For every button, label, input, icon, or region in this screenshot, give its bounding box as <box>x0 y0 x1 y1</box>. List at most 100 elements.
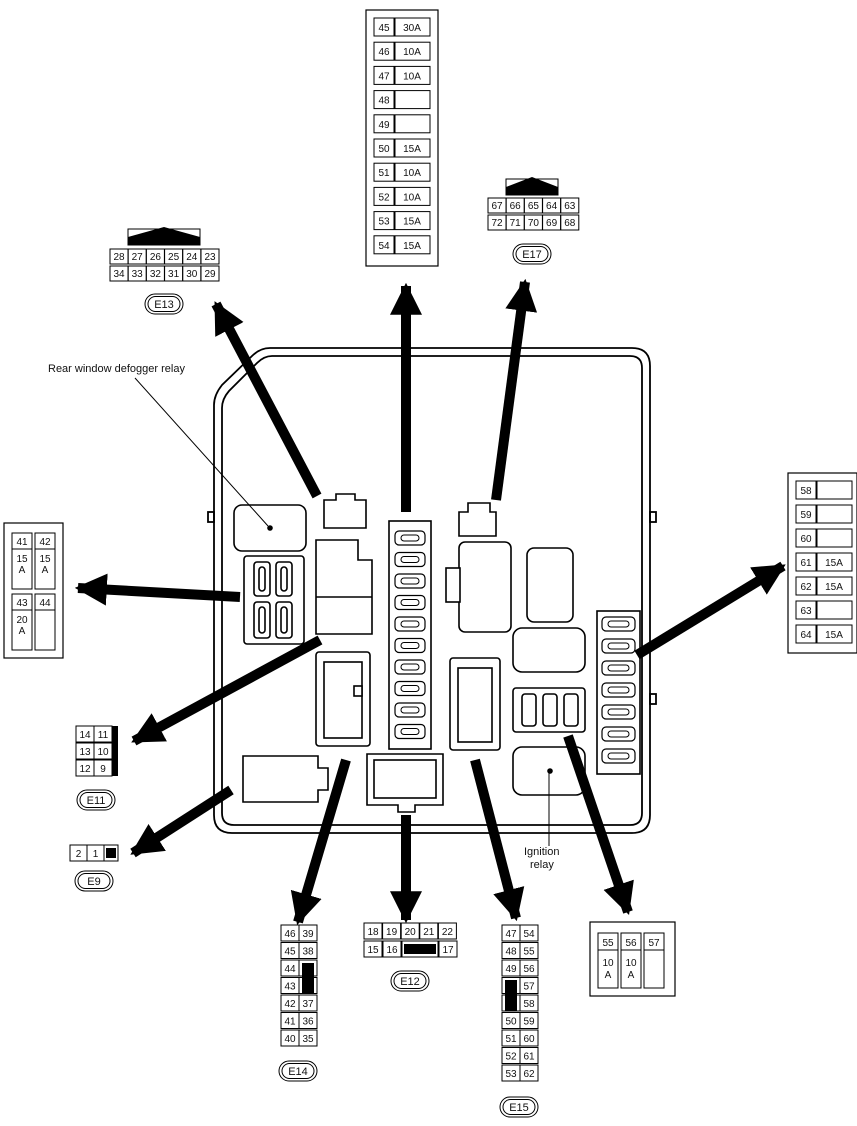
connector-name: E12 <box>400 976 420 988</box>
cell-box <box>373 90 395 110</box>
pin-number: 14 <box>79 730 91 741</box>
fuse-slot <box>394 594 426 611</box>
cell-box <box>34 532 56 590</box>
arrow-e14 <box>290 758 351 926</box>
fuse-slot <box>394 573 426 589</box>
rear-window-defogger-relay-label: Rear window defogger relay <box>48 363 185 375</box>
cell-box <box>597 932 619 989</box>
cell-box <box>816 552 853 572</box>
fuse-rating: 10A <box>403 168 421 179</box>
pin-number: 67 <box>491 201 503 212</box>
connector-oval-inner <box>79 792 113 808</box>
pin-number: 13 <box>79 747 91 758</box>
pin-number: 64 <box>546 201 558 212</box>
pin-number: 39 <box>302 929 314 940</box>
pin-number: 10 <box>97 747 109 758</box>
pin-number: 41 <box>284 1017 296 1028</box>
fuse-number: 64 <box>800 630 812 641</box>
cell-box <box>373 162 395 182</box>
pin-number: 32 <box>150 269 162 280</box>
cell-box <box>373 114 395 134</box>
cell-box <box>394 90 431 110</box>
cell-box <box>34 593 56 651</box>
cell-box <box>373 138 395 158</box>
fuse-rating-unit: A <box>19 626 26 637</box>
fuse-slot <box>601 726 636 742</box>
fuse-slot <box>601 660 636 676</box>
cell-box <box>382 922 402 940</box>
pin-number: 2 <box>76 849 82 860</box>
connector-name: E9 <box>87 876 100 888</box>
cell-box <box>816 504 853 524</box>
pin-number: 69 <box>546 218 558 229</box>
cell-box <box>394 138 431 158</box>
connector-name: E15 <box>509 1102 529 1114</box>
cell-box <box>394 65 431 85</box>
fuse-rating-unit: A <box>605 970 612 981</box>
pin-number: 56 <box>523 964 535 975</box>
cell-box <box>519 977 539 994</box>
fuse-slot-inner <box>400 642 420 649</box>
fuse-number: 50 <box>378 144 390 155</box>
cell-box <box>373 17 395 37</box>
fuse-number: 57 <box>648 938 660 949</box>
pin-number: 63 <box>564 201 576 212</box>
cell-box <box>519 924 539 942</box>
cell-box <box>816 624 853 644</box>
cell-box <box>519 1047 539 1064</box>
fuse-number: 53 <box>378 217 390 228</box>
fuse-slot-inner <box>400 663 420 671</box>
fuse-rating: 10A <box>403 192 421 203</box>
fuse-rating: 15A <box>825 582 843 593</box>
fuse-rating: 10A <box>403 71 421 82</box>
fuse-slot-inner <box>400 728 420 735</box>
cell-box <box>394 186 431 206</box>
connector-key <box>404 944 436 954</box>
cell-box <box>620 932 642 989</box>
fuse-number: 55 <box>602 938 614 949</box>
pin-number: 24 <box>186 252 198 263</box>
cell-box <box>394 114 431 134</box>
fuse-rating: 10A <box>403 47 421 58</box>
pin-number: 19 <box>386 927 398 938</box>
pin-number: 28 <box>113 252 125 263</box>
cell-box <box>373 41 395 61</box>
fuse-number: 46 <box>378 47 390 58</box>
fuse-slot <box>394 680 426 697</box>
connector-oval-inner <box>515 246 549 262</box>
fuse-number: 58 <box>800 486 812 497</box>
leader-lines <box>134 377 550 846</box>
connector-oval-outer <box>390 970 430 992</box>
connector-key <box>128 227 200 245</box>
cell-box <box>11 593 33 651</box>
pin-number: 38 <box>302 947 314 958</box>
fuse-slot-inner <box>400 577 420 585</box>
cell-box <box>11 532 33 590</box>
pin-number: 72 <box>491 218 503 229</box>
fuse-number: 51 <box>378 168 390 179</box>
cell-box <box>519 1012 539 1029</box>
fuse-rating: 15 <box>16 554 28 565</box>
fuse-number: 60 <box>800 534 812 545</box>
pin-number: 33 <box>132 269 144 280</box>
fuse-number: 61 <box>800 558 812 569</box>
pin-number: 57 <box>523 982 535 993</box>
connector-oval-inner <box>393 973 427 989</box>
cell-box <box>560 197 580 214</box>
fuse-rating: 30A <box>403 23 421 34</box>
fuse-rating-unit: A <box>19 565 26 576</box>
cell-box <box>373 235 395 255</box>
connector-oval-outer <box>499 1096 539 1118</box>
connector-oval-outer <box>278 1060 318 1082</box>
pin-number: 47 <box>505 929 517 940</box>
cell-box <box>519 994 539 1012</box>
arrow-left-fuses <box>74 573 241 606</box>
cell-box <box>200 248 220 265</box>
pin-number: 40 <box>284 1034 296 1045</box>
